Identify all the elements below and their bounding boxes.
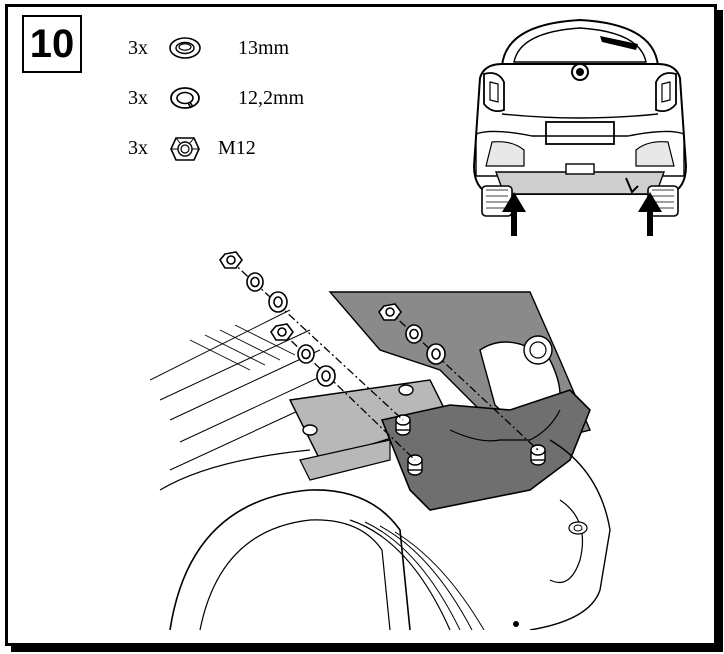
car-rear-icon <box>462 16 698 245</box>
part-row-nut: 3x M12 <box>128 134 256 162</box>
part-row-washer: 3x 13mm <box>128 34 289 62</box>
step-number: 10 <box>22 15 82 73</box>
hex-nut-icon <box>168 134 202 162</box>
part-size: 13mm <box>238 36 290 59</box>
part-qty: 3x <box>128 136 148 159</box>
spring-washer-icon <box>168 84 202 112</box>
washer-icon <box>168 34 202 62</box>
part-size: M12 <box>218 136 256 159</box>
tow-bracket-assembly-icon <box>149 230 620 635</box>
part-row-spring-washer: 3x 12,2mm <box>128 84 304 112</box>
part-qty: 3x <box>128 86 148 109</box>
part-qty: 3x <box>128 36 148 59</box>
part-size: 12,2mm <box>238 86 305 109</box>
